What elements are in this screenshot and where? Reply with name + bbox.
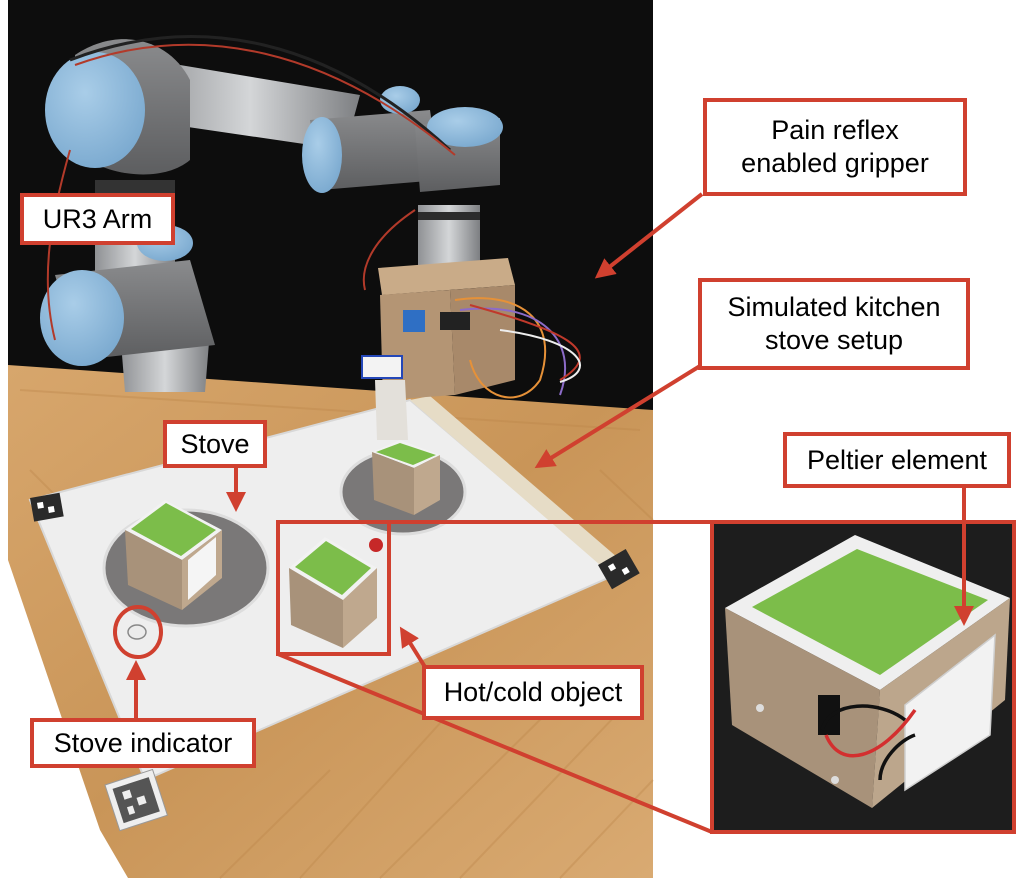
arrow-gripper: [594, 192, 704, 279]
stove-indicator-highlight-circle: [113, 605, 163, 659]
inset-cube-top-green: [752, 549, 988, 675]
inset-photo: [712, 522, 1014, 832]
base-blue-cap: [40, 270, 124, 366]
main-photo: [8, 0, 654, 879]
ar-marker-left: [30, 492, 64, 522]
peltier-element-plate: [904, 633, 996, 792]
label-hot-cold-object: Hot/cold object: [422, 665, 644, 720]
zoom-connector-bottom: [277, 652, 713, 834]
label-simulated-kitchen-setup: Simulated kitchen stove setup: [698, 278, 970, 370]
object-cube-hot-cold: [289, 537, 377, 648]
shoulder-blue-cap: [45, 52, 145, 168]
pain-reflex-gripper: [361, 258, 581, 440]
arm-upper-link: [140, 60, 360, 150]
label-peltier-element: Peltier element: [783, 432, 1011, 488]
hot-cold-highlight-box: [276, 520, 391, 656]
arrow-kitchen-setup: [534, 364, 702, 469]
red-indicator-light: [369, 538, 383, 552]
label-stove: Stove: [163, 420, 267, 468]
object-cube-left: [125, 500, 222, 610]
elbow-blue-cap: [302, 117, 342, 193]
ar-marker-right: [598, 549, 640, 590]
stove-indicator-light: [127, 624, 147, 640]
label-ur3-arm: UR3 Arm: [20, 193, 175, 245]
label-stove-indicator: Stove indicator: [30, 718, 256, 768]
inset-cube-left-face: [725, 608, 880, 808]
board-tape: [410, 396, 632, 578]
inset-frame: [710, 520, 1016, 834]
label-pain-reflex-gripper: Pain reflex enabled gripper: [703, 98, 967, 196]
object-cube-right: [372, 440, 440, 515]
wrist-blue-cap: [427, 107, 503, 147]
arm-elbow-joint: [310, 110, 440, 190]
ar-marker-bottom: [104, 768, 169, 832]
